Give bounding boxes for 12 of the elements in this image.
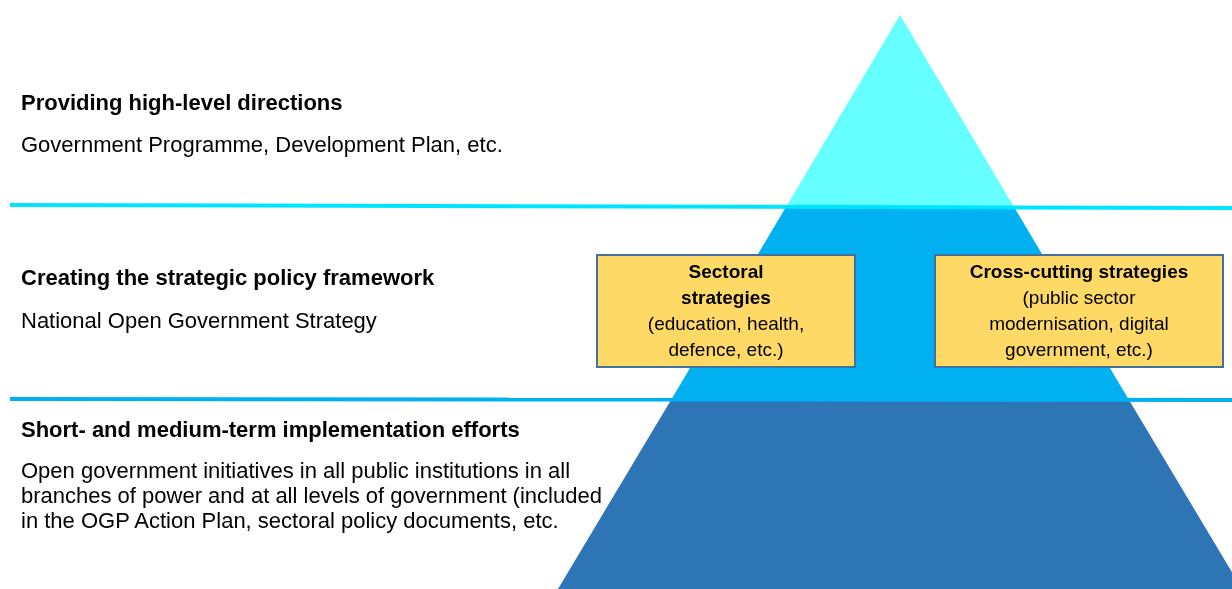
box-title: Sectoral strategies (680, 260, 772, 310)
tier-description: Open government initiatives in all public institutions in all branches of power and at all levels of government (included in the OGP Action Plan, sectoral policy documents, etc. (21, 458, 603, 533)
tier-heading: Providing high-level directions (21, 90, 343, 116)
tier-description: National Open Government Strategy (21, 308, 377, 333)
strategy-box (934, 254, 1224, 368)
tier-heading: Short- and medium-term implementation efforts (21, 417, 520, 443)
box-description: (education, health, defence, etc.) (646, 312, 806, 362)
tier-heading: Creating the strategic policy framework (21, 265, 435, 291)
tier-description: Government Programme, Development Plan, etc. (21, 132, 503, 157)
strategy-box (596, 254, 856, 368)
box-description: (public sector modernisation, digital government, etc.) (988, 286, 1170, 362)
box-title: Cross-cutting strategies (969, 260, 1189, 284)
